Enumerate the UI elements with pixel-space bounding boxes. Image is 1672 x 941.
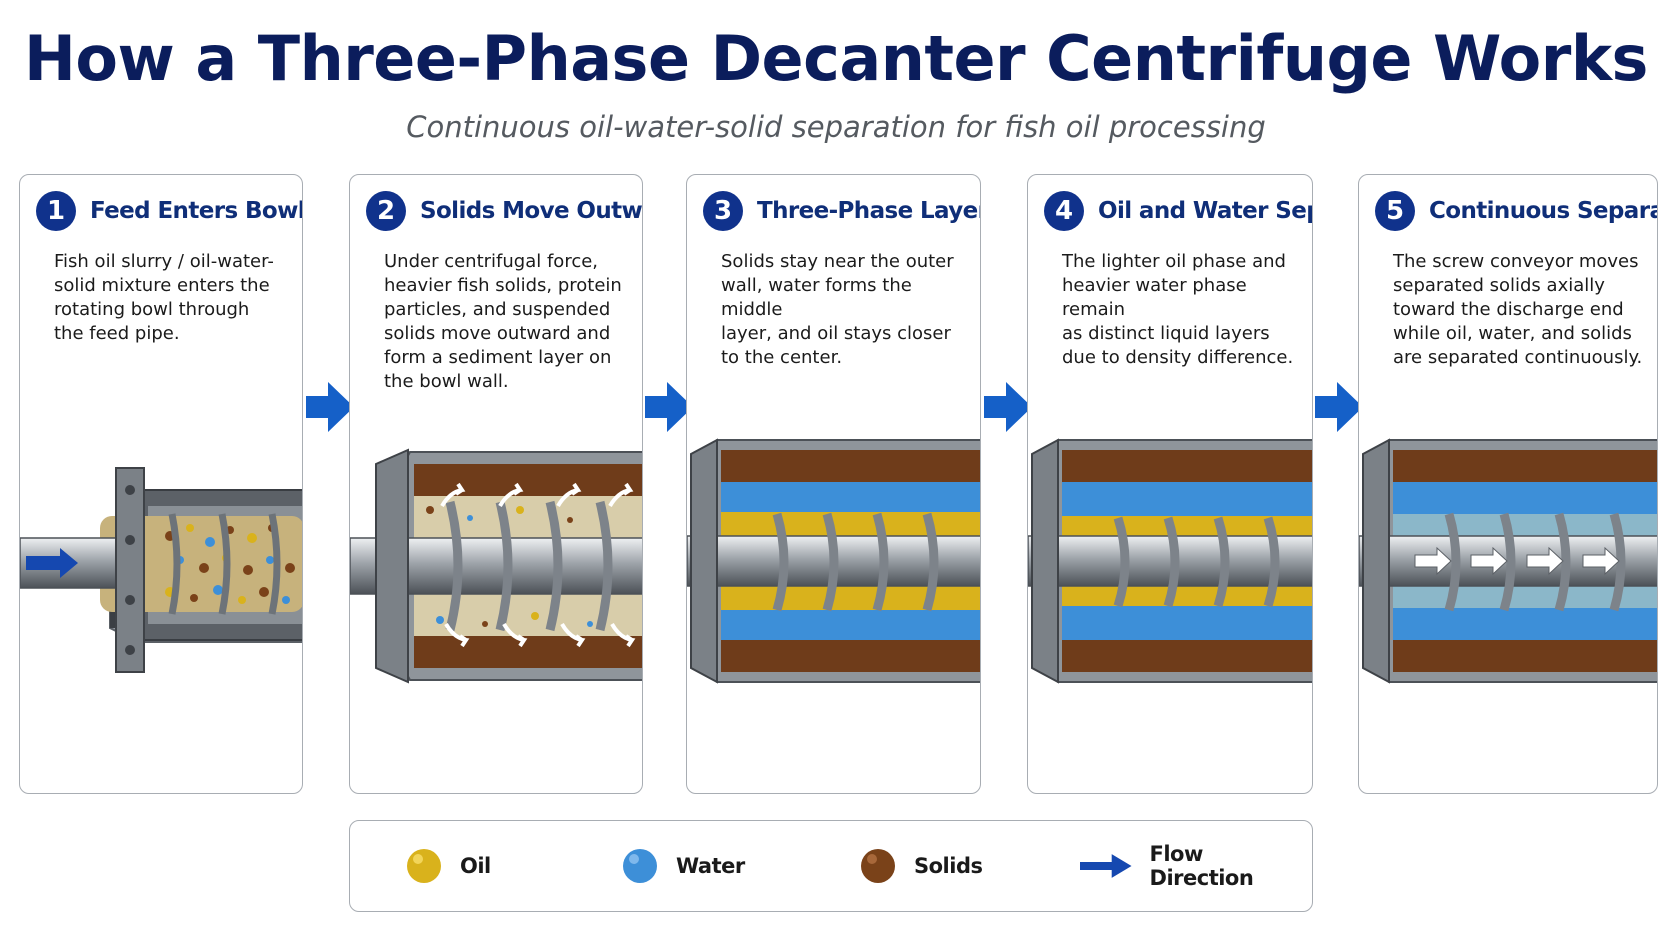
step-description: Solids stay near the outer wall, water f…	[721, 250, 968, 370]
step-text-line: solids move outward and	[384, 323, 611, 344]
step-number-badge: 1	[36, 191, 76, 231]
step-panel-1: 1 Feed Enters Bowl Fish oil slurry / oil…	[19, 174, 303, 794]
right-arrow-icon	[26, 548, 78, 578]
step-text-line: The screw conveyor moves	[1393, 251, 1639, 272]
bowl-end-flange	[115, 467, 145, 673]
step-number-badge: 2	[366, 191, 406, 231]
step-description: Fish oil slurry / oil-water- solid mixtu…	[54, 250, 290, 346]
step-text-line: rotating bowl through	[54, 299, 250, 320]
bowl-end-flange	[1031, 438, 1059, 684]
step-description: The lighter oil phase and heavier water …	[1062, 250, 1300, 370]
step-text-line: toward the discharge end	[1393, 299, 1624, 320]
water-drop-icon	[623, 849, 657, 883]
step-text-line: while oil, water, and solids	[1393, 323, 1632, 344]
flow-direction-arrow-icon	[1080, 854, 1132, 878]
step-text-line: form a sediment layer on	[384, 347, 612, 368]
legend-item-oil: Oil	[406, 821, 491, 911]
step-description: The screw conveyor moves separated solid…	[1393, 250, 1645, 370]
centrifuge-feed-illustration	[20, 467, 302, 673]
legend: Oil Water Solids Flow Direction	[349, 820, 1313, 912]
legend-item-flow: Flow Direction	[1080, 821, 1312, 911]
step-number-badge: 3	[703, 191, 743, 231]
step-text-line: heavier fish solids, protein	[384, 275, 622, 296]
step-title: Solids Move Outward	[420, 198, 643, 224]
step-number-badge: 4	[1044, 191, 1084, 231]
screw-flights	[168, 513, 281, 615]
step-text-line: separated solids axially	[1393, 275, 1605, 296]
legend-label: Flow Direction	[1149, 842, 1254, 890]
step-text-line: particles, and suspended	[384, 299, 611, 320]
step-text-line: as distinct liquid layers	[1062, 323, 1270, 344]
screw-flights	[1113, 516, 1280, 608]
step-panel-4: 4 Oil and Water Separate The lighter oil…	[1027, 174, 1313, 794]
suspended-particles	[426, 506, 593, 627]
step-text-line: The lighter oil phase and	[1062, 251, 1286, 272]
screw-flights	[1444, 512, 1626, 612]
step-text-line: heavier water phase remain	[1062, 275, 1247, 320]
step-title: Three-Phase Layers Form	[757, 198, 980, 224]
three-phase-layers-illustration	[687, 438, 980, 684]
step-number-badge: 5	[1375, 191, 1415, 231]
step-text-line: solid mixture enters the	[54, 275, 270, 296]
step-panel-3: 3 Three-Phase Layers Form Solids stay ne…	[686, 174, 981, 794]
legend-label: Oil	[460, 854, 491, 878]
step-text-line: Solids stay near the outer	[721, 251, 954, 272]
step-text-line: due to density difference.	[1062, 347, 1294, 368]
step-panel-5: 5 Continuous Separation The screw convey…	[1358, 174, 1658, 794]
step-description: Under centrifugal force, heavier fish so…	[384, 250, 630, 394]
screw-flights	[445, 500, 613, 632]
legend-item-solids: Solids	[860, 821, 983, 911]
axial-motion-arrows	[1414, 546, 1620, 576]
bowl-end-flange	[690, 438, 718, 684]
step-text-line: Under centrifugal force,	[384, 251, 599, 272]
screw-flights	[772, 512, 939, 612]
step-text-line: are separated continuously.	[1393, 347, 1643, 368]
solids-particle-icon	[861, 849, 895, 883]
right-arrow-icon	[1315, 382, 1363, 432]
step-title: Oil and Water Separate	[1098, 198, 1312, 224]
outward-motion-arrows	[440, 482, 636, 648]
oil-water-separation-illustration	[1028, 438, 1312, 684]
right-arrow-icon	[645, 382, 693, 432]
step-text-line: wall, water forms the middle	[721, 275, 912, 320]
page-subtitle: Continuous oil-water-solid separation fo…	[406, 110, 1266, 144]
legend-label: Solids	[914, 854, 983, 878]
legend-item-water: Water	[622, 821, 745, 911]
step-panel-2: 2 Solids Move Outward Under centrifugal …	[349, 174, 643, 794]
step-title: Feed Enters Bowl	[90, 198, 303, 224]
continuous-separation-illustration	[1359, 438, 1657, 684]
oil-drop-icon	[407, 849, 441, 883]
right-arrow-icon	[306, 382, 354, 432]
step-text-line: Fish oil slurry / oil-water-	[54, 251, 274, 272]
step-title: Continuous Separation	[1429, 198, 1657, 224]
step-text-line: to the center.	[721, 347, 843, 368]
bowl-end-flange	[375, 448, 409, 684]
solids-outward-illustration	[350, 448, 642, 684]
right-arrow-icon	[984, 382, 1032, 432]
page-title: How a Three-Phase Decanter Centrifuge Wo…	[24, 22, 1648, 95]
legend-label: Water	[676, 854, 745, 878]
step-text-line: layer, and oil stays closer	[721, 323, 951, 344]
step-text-line: the feed pipe.	[54, 323, 180, 344]
bowl-end-flange	[1362, 438, 1390, 684]
step-text-line: the bowl wall.	[384, 371, 509, 392]
